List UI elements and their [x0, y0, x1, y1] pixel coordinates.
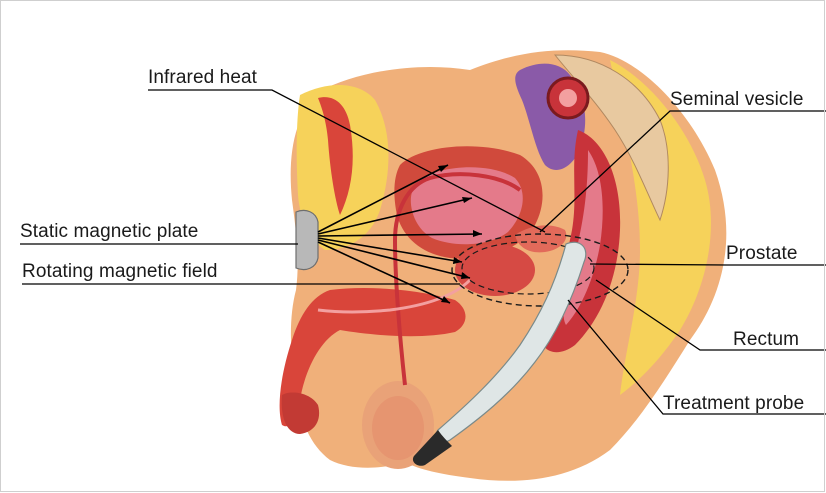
label-treatment-probe: Treatment probe — [663, 393, 804, 415]
label-rectum: Rectum — [733, 329, 799, 351]
label-prostate: Prostate — [726, 243, 798, 265]
testis-inner — [372, 396, 424, 460]
static-magnetic-plate — [296, 210, 318, 269]
label-static-magnetic-plate: Static magnetic plate — [20, 221, 198, 243]
label-infrared-heat: Infrared heat — [148, 67, 257, 89]
colon-lumen — [559, 89, 577, 107]
prostate — [455, 244, 535, 296]
label-rotating-magnetic-field: Rotating magnetic field — [22, 261, 218, 283]
label-seminal-vesicle: Seminal vesicle — [670, 89, 804, 111]
